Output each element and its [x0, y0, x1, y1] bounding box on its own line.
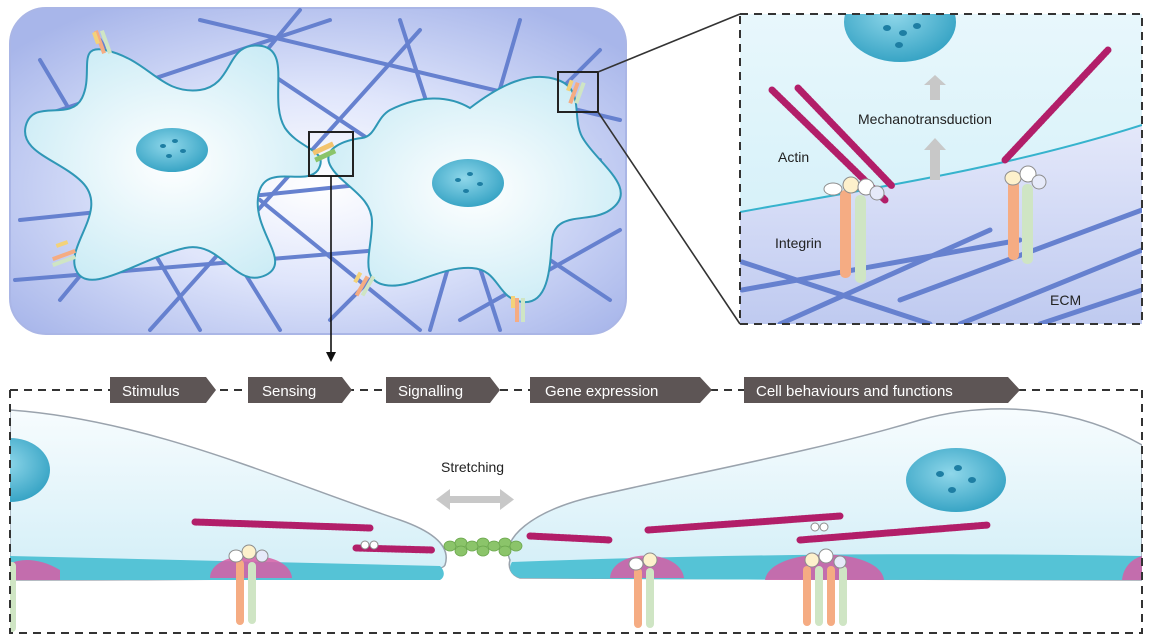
inset-integrin-right — [1004, 165, 1047, 264]
step-label: Stimulus — [122, 383, 180, 400]
integrin-cluster-bottom — [511, 296, 525, 322]
step-stimulus: Stimulus — [110, 377, 216, 403]
integrin-cluster-right — [566, 79, 586, 105]
label-actin: Actin — [778, 149, 809, 165]
label-mechanotransduction: Mechanotransduction — [858, 111, 992, 127]
inset-integrin-left — [823, 176, 885, 283]
bottom-integrin-heads — [228, 522, 847, 571]
junction-arrow — [326, 176, 336, 362]
step-label: Cell behaviours and functions — [756, 383, 953, 400]
bottom-cell-left — [10, 409, 447, 581]
integrin-cluster-lower-mid — [353, 271, 376, 297]
step-box — [744, 377, 1020, 403]
zoom-box-adhesion — [557, 71, 599, 113]
step-cell-behaviours: Cell behaviours and functions — [744, 377, 1020, 403]
nucleus-left — [136, 128, 208, 172]
integrin-cluster-lower-left — [52, 240, 76, 267]
step-signalling: Signalling — [386, 377, 500, 403]
ecm-overview-panel — [9, 7, 627, 335]
inset-nucleus-granules — [883, 23, 921, 48]
step-label: Gene expression — [545, 383, 658, 400]
nucleus-right-granules — [455, 172, 483, 193]
step-sensing: Sensing — [248, 377, 352, 403]
stretching-arrow — [436, 489, 514, 510]
zoom-connector-lines — [597, 13, 741, 325]
inset-nucleus — [844, 14, 956, 62]
junction-chain — [443, 537, 523, 557]
inset-border — [739, 13, 1143, 325]
cell-stretching-panel: Stretching — [9, 389, 1143, 634]
step-label: Sensing — [262, 383, 316, 400]
signal-arrows — [924, 75, 946, 180]
bottom-nucleus-left — [10, 438, 50, 502]
nucleus-left-granules — [160, 139, 186, 158]
label-integrin: Integrin — [775, 235, 822, 251]
inset-ecm-fibers — [740, 207, 1142, 324]
cell-junction — [312, 141, 337, 163]
step-gene-expression: Gene expression — [530, 377, 712, 403]
integrin-cluster-top — [92, 30, 112, 54]
step-box — [248, 377, 352, 403]
bottom-nucleus-right-granules — [936, 465, 976, 493]
process-steps: Stimulus Sensing Signalling Gene express… — [110, 377, 1020, 403]
step-box — [386, 377, 500, 403]
mechanotransduction-inset: Mechanotransduction Actin Integrin ECM — [739, 13, 1143, 325]
label-ecm: ECM — [1050, 292, 1081, 308]
step-label: Signalling — [398, 383, 463, 400]
label-stretching: Stretching — [441, 459, 504, 475]
bottom-nucleus-right — [906, 448, 1006, 512]
step-box — [110, 377, 216, 403]
step-box — [530, 377, 712, 403]
bottom-actin-bundles — [191, 512, 992, 554]
bottom-integrins — [10, 560, 847, 632]
nucleus-right — [432, 159, 504, 207]
